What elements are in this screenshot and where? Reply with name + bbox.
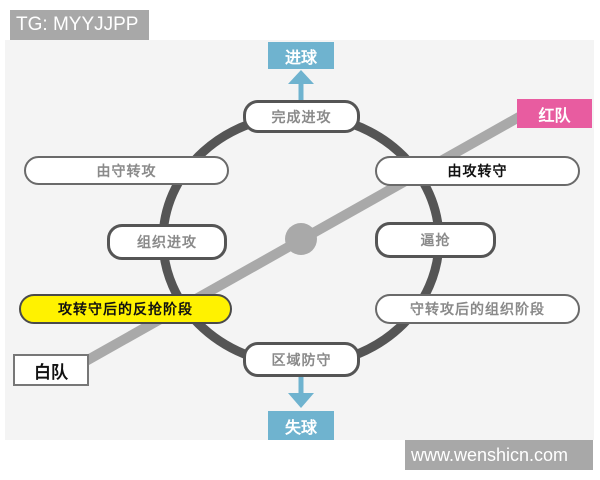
- goal-tag: 进球: [268, 42, 334, 69]
- node-organize-attack: 组织进攻: [107, 224, 227, 260]
- white-team-tag: 白队: [13, 354, 89, 386]
- label-defense-to-attack: 由守转攻: [24, 156, 229, 185]
- center-hub: [285, 223, 317, 255]
- label-counterpress-phase: 攻转守后的反抢阶段: [19, 294, 232, 324]
- node-press: 逼抢: [375, 222, 496, 258]
- lose-arrow-icon: [288, 393, 314, 408]
- label-build-up-phase: 守转攻后的组织阶段: [375, 294, 580, 324]
- goal-arrow-icon: [288, 70, 314, 84]
- lose-ball-tag: 失球: [268, 411, 334, 440]
- node-zone-defense: 区域防守: [243, 342, 360, 377]
- watermark-bottom: www.wenshicn.com: [405, 440, 593, 470]
- node-complete-attack: 完成进攻: [243, 100, 360, 133]
- label-attack-to-defense: 由攻转守: [375, 156, 580, 186]
- watermark-top: TG: MYYJJPP: [10, 10, 149, 40]
- red-team-tag: 红队: [517, 99, 592, 128]
